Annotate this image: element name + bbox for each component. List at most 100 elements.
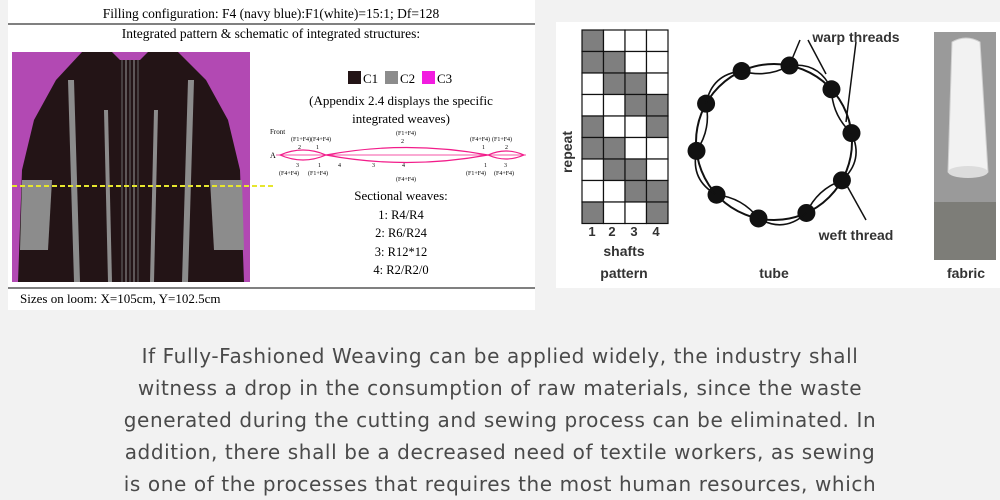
weave-grid-cell [581,50,605,74]
shaft-number: 3 [630,224,637,239]
weave-grid-cell [645,201,669,225]
fabric-photo-base [934,202,996,260]
schematic-bottom-label: (F4+F4) [396,176,416,183]
warp-thread-dot [687,141,706,160]
color-legend: C1 C2 C3 [348,71,452,86]
weave-grid-cell [624,136,648,160]
weave-grid-cell [602,72,626,96]
legend-label-c3: C3 [437,71,452,86]
fabric-tube-end [948,166,988,178]
weave-grid-cell [602,201,626,225]
integrated-pattern-svg: Filling configuration: F4 (navy blue):F1… [8,6,535,306]
weave-grid-cell [581,72,605,96]
shaft-number: 4 [652,224,660,239]
appendix-note-line-1: (Appendix 2.4 displays the specific [309,93,493,108]
shafts-label: shafts [603,243,644,259]
weave-grid-cell [602,93,626,117]
warp-arrow [845,41,857,123]
schematic-bottom-label: (F4+F4) [494,170,514,177]
caption-line: If Fully-Fashioned Weaving can be applie… [141,344,859,368]
schematic-bottom-number: 3 [372,163,375,169]
legend-swatch-c3 [422,71,435,84]
pattern-label: pattern [600,265,647,281]
repeat-label: repeat [559,131,575,173]
weave-grid-cell [645,136,669,160]
schematic-bottom-number: 4 [338,163,341,169]
center-stripes [121,60,139,282]
weave-grid-cell [624,72,648,96]
left-sleeve-panel [20,180,52,250]
schematic-top-number: 2 [401,139,404,145]
tubular-weave-figure: repeat 1 2 3 4 shafts pattern warp threa… [556,22,1000,288]
schematic-top-label: (F4+F4) [311,136,331,143]
weave-grid-cell [581,158,605,182]
warp-arrow [807,39,827,75]
tube-diagram [687,39,867,228]
right-seam [182,80,194,282]
pattern-subtitle-text: Integrated pattern & schematic of integr… [122,26,420,41]
schematic-bottom-label: (F4+F4) [279,170,299,177]
weft-loop [741,64,790,75]
tubular-weave-svg: repeat 1 2 3 4 shafts pattern warp threa… [559,29,996,281]
schematic-top-number: 1 [482,145,485,151]
garment-pattern-image [12,52,274,282]
weave-grid-cell [581,93,605,117]
weave-pattern-grid [581,29,669,225]
appendix-note-line-2: integrated weaves) [352,111,450,126]
weave-grid-cell [624,29,648,53]
weave-grid-cell [645,72,669,96]
sectional-weave-item: 2: R6/R24 [375,226,427,240]
schematic-bottom-number: 3 [504,163,507,169]
schematic-bottom-label: (F1+F4) [308,170,328,177]
integrated-structure-schematic: Front A (F1+F4) (F4+F4) (F1+F4) (F4+F4) … [270,128,526,183]
weft-thread-label: weft thread [818,227,894,243]
weave-grid-cell [602,136,626,160]
legend-label-c1: C1 [363,71,378,86]
weave-grid-cell [624,179,648,203]
schematic-top-label: (F1+F4) [492,136,512,143]
sectional-weaves-title: Sectional weaves: [354,188,448,203]
weave-grid-cell [624,115,648,139]
fabric-photo [934,32,996,260]
sectional-weave-item: 1: R4/R4 [378,208,424,222]
schematic-bottom-number: 3 [296,163,299,169]
weave-grid-cell [645,50,669,74]
caption-paragraph: If Fully-Fashioned Weaving can be applie… [40,340,960,500]
legend-swatch-c1 [348,71,361,84]
sectional-weave-item: 3: R12*12 [375,245,427,259]
sectional-weave-item: 4: R2/R2/0 [373,263,428,277]
tube-label: tube [759,265,789,281]
shaft-number: 2 [608,224,615,239]
schematic-bottom-label: (F1+F4) [466,170,486,177]
weave-grid-cell [581,179,605,203]
inner-left-seam [104,110,112,282]
caption-line: generated during the cutting and sewing … [123,408,877,432]
weave-grid-cell [581,29,605,53]
schematic-top-label: (F1+F4) [291,136,311,143]
legend-label-c2: C2 [400,71,415,86]
schematic-side-label: A [270,151,276,160]
legend-swatch-c2 [385,71,398,84]
weave-grid-cell [581,136,605,160]
weave-grid-cell [624,50,648,74]
weave-grid-cell [602,179,626,203]
warp-threads-label: warp threads [811,29,899,45]
weave-grid-cell [602,50,626,74]
filling-configuration-text: Filling configuration: F4 (navy blue):F1… [103,6,440,21]
warp-thread-dot [707,185,726,204]
caption-line: is one of the processes that requires th… [123,472,877,496]
weave-grid-cell [581,115,605,139]
left-seam [68,80,80,282]
fabric-label: fabric [947,265,985,281]
weave-grid-cell [624,201,648,225]
integrated-pattern-figure: Filling configuration: F4 (navy blue):F1… [8,0,535,310]
weave-grid-cell [645,158,669,182]
schematic-top-number: 1 [316,145,319,151]
weave-grid-cell [645,93,669,117]
weft-arrow [845,183,867,221]
schematic-top-label: (F1+F4) [396,130,416,137]
weave-grid-cell [602,158,626,182]
caption-line: witness a drop in the consumption of raw… [137,376,863,400]
caption-line: addition, there shall be a decreased nee… [124,440,876,464]
weave-grid-cell [645,179,669,203]
